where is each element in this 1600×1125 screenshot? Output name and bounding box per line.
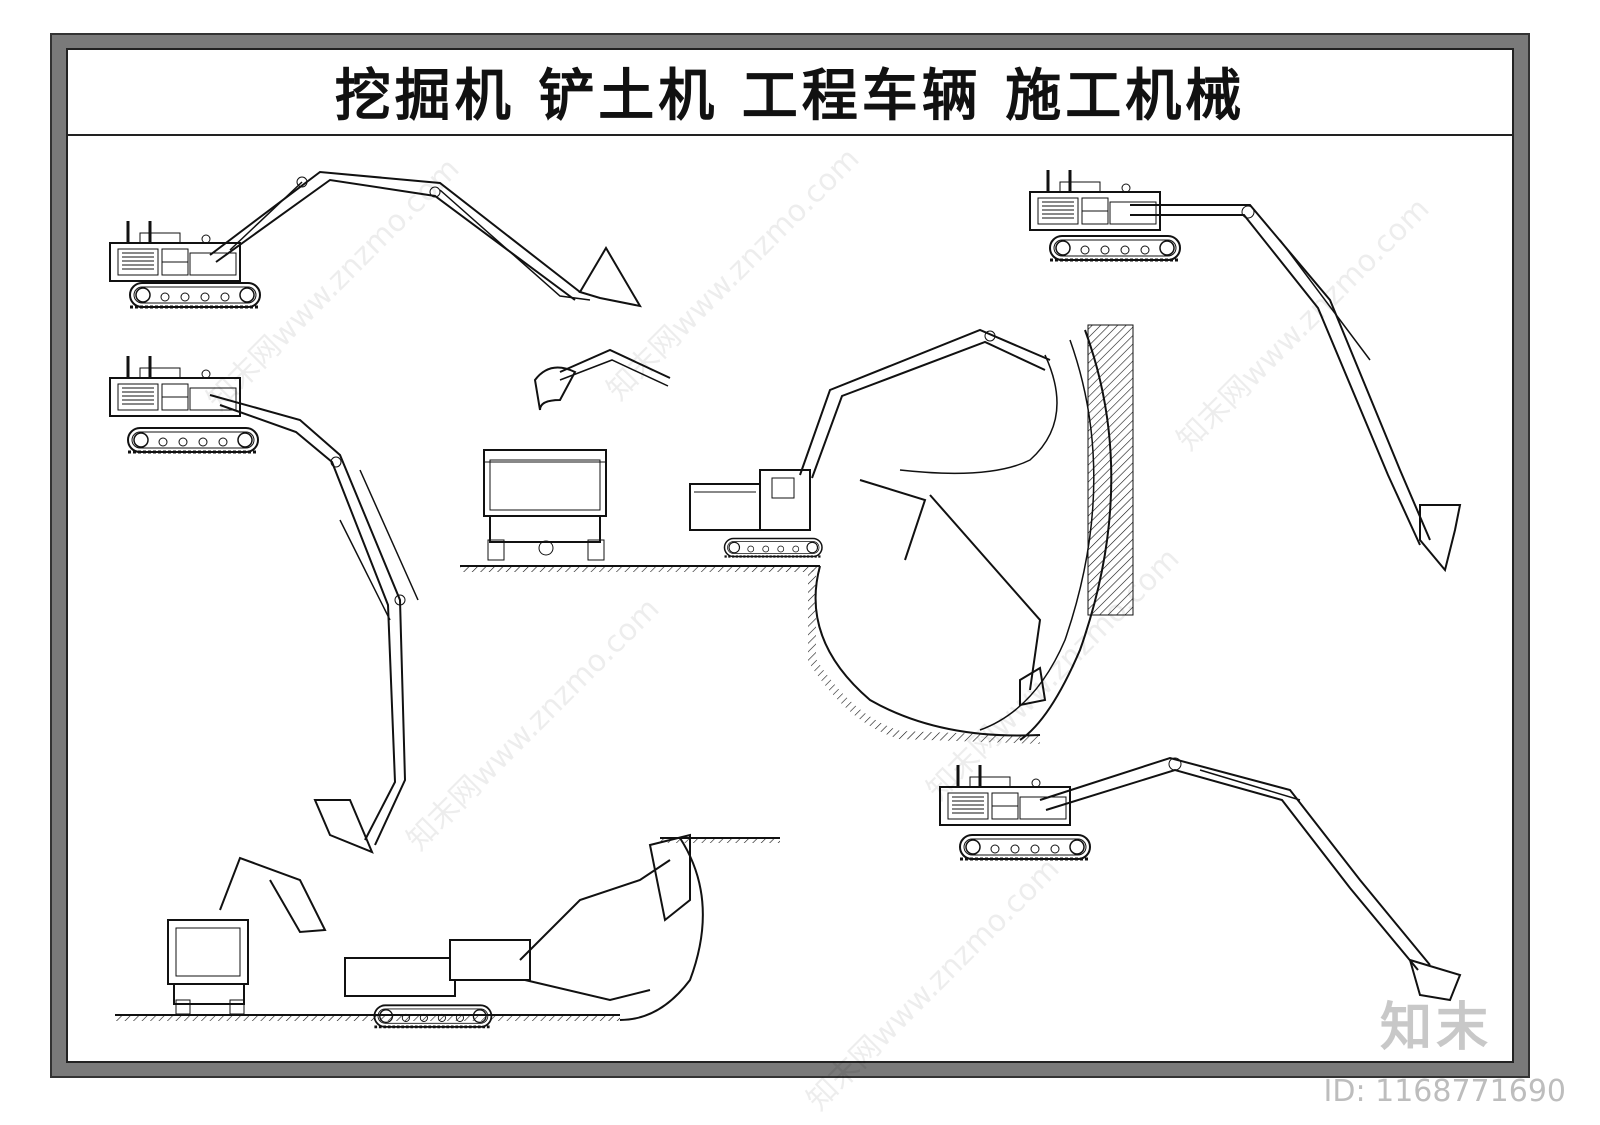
mining-shovel-center: [689, 328, 1058, 707]
image-id-label: ID: 1168771690: [1323, 1074, 1566, 1109]
excavator-left-deep-reach: [108, 354, 419, 854]
brand-logo-text: 知末: [1379, 998, 1492, 1058]
title-band: 挖掘机 铲土机 工程车辆 施工机械: [66, 48, 1514, 136]
loader-scene-bottom: [115, 833, 780, 1029]
excavator-top-right: [1028, 168, 1462, 573]
small-bucket-sketch: [533, 348, 671, 411]
ground-and-pit: [460, 324, 1134, 744]
drawing-title: 挖掘机 铲土机 工程车辆 施工机械: [334, 63, 1246, 129]
dump-truck-middle: [483, 449, 607, 561]
excavator-bottom-right: [938, 756, 1462, 1002]
excavator-top-left: [108, 170, 642, 309]
